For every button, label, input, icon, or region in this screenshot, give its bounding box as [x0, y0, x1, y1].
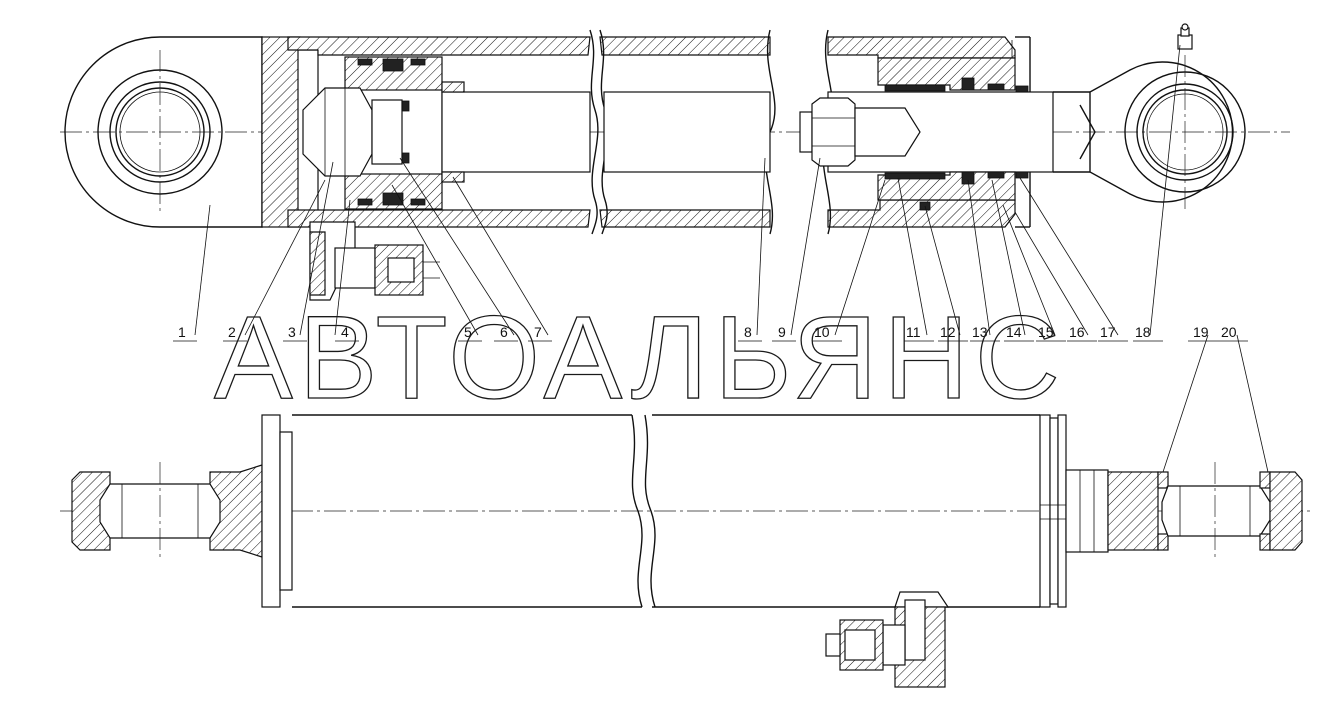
sectioned-cylinder-view — [60, 23, 1290, 301]
svg-text:5: 5 — [464, 324, 472, 340]
port-fitting-top — [309, 221, 440, 301]
callout-18: 18 — [1133, 324, 1163, 342]
svg-text:6: 6 — [500, 324, 508, 340]
callout-11: 11 — [904, 324, 934, 342]
callout-6: 6 — [494, 324, 518, 342]
callout-17: 17 — [1098, 324, 1128, 342]
svg-text:14: 14 — [1006, 324, 1022, 340]
svg-text:11: 11 — [906, 324, 921, 340]
svg-text:9: 9 — [778, 324, 786, 340]
callout-8: 8 — [738, 324, 762, 342]
callout-20: 20 — [1218, 324, 1248, 342]
svg-text:12: 12 — [940, 324, 956, 340]
barrel-exterior — [292, 414, 1040, 608]
callout-19: 19 — [1188, 324, 1218, 342]
svg-text:15: 15 — [1038, 324, 1054, 340]
callout-9: 9 — [772, 324, 796, 342]
svg-text:8: 8 — [744, 324, 752, 340]
callout-14: 14 — [1004, 324, 1034, 342]
rod-eye — [1079, 23, 1246, 212]
svg-text:7: 7 — [534, 324, 542, 340]
callout-16: 16 — [1067, 324, 1097, 342]
callout-2: 2 — [223, 324, 247, 342]
svg-text:4: 4 — [341, 324, 349, 340]
port-fitting-bottom — [825, 591, 950, 688]
rod-gland — [877, 40, 1029, 211]
rod-eye-section — [1107, 462, 1303, 560]
watermark-text: АВТОАЛЬЯНС — [214, 292, 1066, 424]
svg-text:13: 13 — [972, 324, 988, 340]
callout-10: 10 — [812, 324, 842, 342]
exterior-cylinder-view — [60, 414, 1310, 688]
callout-3: 3 — [283, 324, 307, 342]
svg-text:20: 20 — [1221, 324, 1237, 340]
callout-4: 4 — [335, 324, 359, 342]
svg-text:19: 19 — [1193, 324, 1209, 340]
rod-hex-nut — [799, 97, 921, 167]
callout-1: 1 — [173, 324, 197, 342]
svg-text:16: 16 — [1069, 324, 1085, 340]
svg-text:3: 3 — [288, 324, 296, 340]
callout-5: 5 — [458, 324, 482, 342]
callout-15: 15 — [1036, 324, 1066, 342]
rear-eye-section — [71, 462, 263, 560]
callout-7: 7 — [528, 324, 552, 342]
callout-13: 13 — [970, 324, 1000, 342]
piston-rod — [441, 81, 1090, 183]
svg-text:1: 1 — [178, 324, 186, 340]
svg-text:17: 17 — [1100, 324, 1116, 340]
svg-text:10: 10 — [814, 324, 830, 340]
callout-labels: 1 2 3 4 5 6 7 8 9 10 11 12 13 14 15 16 1… — [173, 324, 1248, 342]
rear-eye — [64, 36, 263, 228]
piston-nut — [302, 87, 403, 177]
callout-12: 12 — [938, 324, 968, 342]
svg-text:2: 2 — [228, 324, 236, 340]
callout-leaders — [194, 44, 1269, 473]
svg-text:18: 18 — [1135, 324, 1151, 340]
